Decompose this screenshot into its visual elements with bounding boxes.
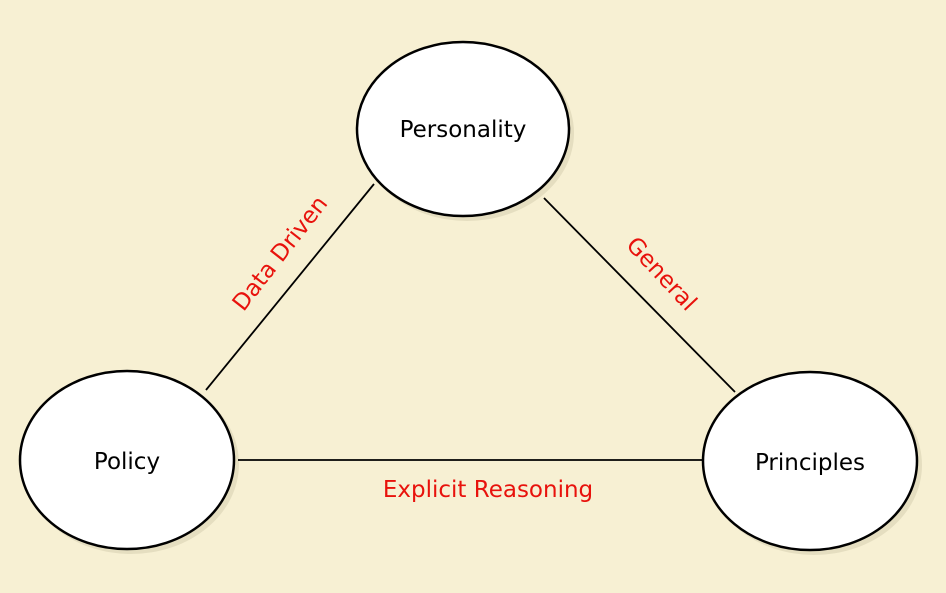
edge-label-general: General <box>621 232 702 316</box>
node-principles-circle <box>701 370 919 552</box>
edge-personality-policy <box>205 183 375 391</box>
node-policy-circle <box>18 369 236 551</box>
node-policy: Policy <box>18 369 236 551</box>
node-personality: Personality <box>355 40 571 218</box>
node-principles: Principles <box>701 370 919 552</box>
node-personality-label: Personality <box>400 117 527 143</box>
edge-personality-principles <box>543 197 736 393</box>
node-policy-label: Policy <box>94 449 160 475</box>
edge-label-explicit-reasoning: Explicit Reasoning <box>383 477 593 503</box>
node-personality-circle <box>355 40 571 218</box>
node-principles-label: Principles <box>755 450 865 476</box>
